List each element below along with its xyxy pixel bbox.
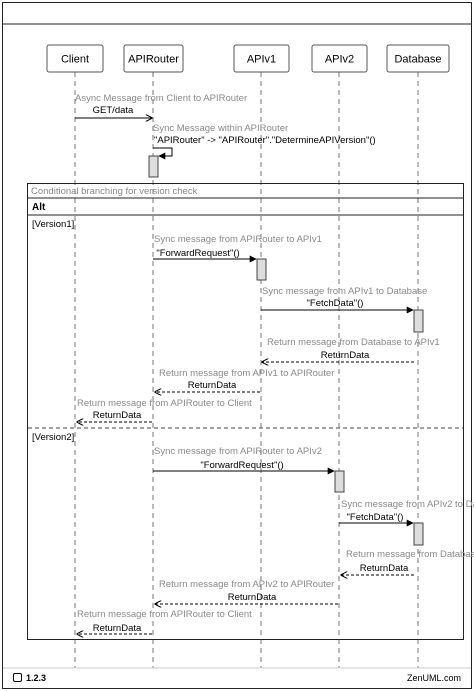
message-signature: ReturnData [321,350,370,361]
message-comment: Return message from Database to APIv1 [267,337,440,348]
message-signature: GET/data [93,105,134,116]
message-self-arrow [153,147,173,160]
message-signature: ReturnData [93,623,142,634]
checkbox-icon[interactable] [13,673,22,682]
brand-link[interactable]: ZenUML.com [407,673,461,683]
message-comment: Return message from APIRouter to Client [77,609,252,620]
message-fetch-data-v2[interactable]: Sync message from APIv2 to Database "Fet… [339,499,474,546]
activation-bar [148,155,159,178]
message-return-db-to-v2[interactable]: Return message from Database to APIv2 Re… [341,549,474,575]
message-signature: ReturnData [93,410,142,421]
message-return-router-to-client-v2[interactable]: Return message from APIRouter to Client … [77,609,252,634]
participant-apiv1[interactable]: APIv1 [233,44,290,73]
fragment-keyword: Alt [32,202,46,213]
message-return-db-to-v1[interactable]: Return message from Database to APIv1 Re… [262,337,440,362]
message-return-v1-to-router[interactable]: Return message from APIv1 to APIRouter R… [155,368,334,392]
activation-bar [334,470,345,493]
alt-fragment: Conditional branching for version check … [27,183,464,640]
fragment-condition-version1: [Version1] [32,219,74,230]
participant-client[interactable]: Client [46,44,104,73]
message-forward-request-v1[interactable]: Sync message from APIRouter to APIv1 "Fo… [153,234,322,281]
activation-bar [256,258,267,281]
activation-bar [413,309,424,333]
fragment-condition-version2: [Version2] [32,432,74,443]
message-signature: "FetchData"() [307,298,364,309]
message-determine-api-version[interactable]: Sync Message within APIRouter "APIRouter… [148,123,376,178]
message-comment: Sync message from APIRouter to APIv1 [154,234,322,245]
message-return-v2-to-router[interactable]: Return message from APIv2 to APIRouter R… [155,579,338,604]
version-label: 1.2.3 [26,673,46,683]
participant-database-label: Database [394,54,441,66]
message-comment: Sync message from APIv1 to Database [262,286,427,297]
participant-apirouter-label: APIRouter [128,54,179,66]
message-signature: ReturnData [360,563,409,574]
message-signature: ReturnData [188,380,237,391]
message-comment: Sync message from APIRouter to APIv2 [154,446,322,457]
participant-database[interactable]: Database [386,44,450,73]
message-comment: Sync message from APIv2 to Database [341,499,474,510]
activation-bar [413,522,424,546]
fragment-comment: Conditional branching for version check [31,186,198,197]
message-comment: Return message from APIv1 to APIRouter [159,368,334,379]
message-comment: Return message from APIRouter to Client [77,398,252,409]
participant-apiv2[interactable]: APIv2 [311,44,368,73]
participant-client-label: Client [61,54,89,66]
message-signature: "ForwardRequest"() [156,248,239,259]
message-signature: ReturnData [228,592,277,603]
participant-apiv2-label: APIv2 [325,54,354,66]
alt-fragment-frame [27,183,464,640]
message-signature: "FetchData"() [347,512,404,523]
message-return-router-to-client-v1[interactable]: Return message from APIRouter to Client … [77,398,252,422]
participant-apirouter[interactable]: APIRouter [123,44,184,73]
message-signature: "APIRouter" -> "APIRouter"."DetermineAPI… [154,135,376,146]
message-comment: Sync Message within APIRouter [153,123,288,134]
message-comment: Return message from APIv2 to APIRouter [159,579,334,590]
message-comment: Return message from Database to APIv2 [346,549,474,560]
message-forward-request-v2[interactable]: Sync message from APIRouter to APIv2 "Fo… [153,446,345,493]
message-get-data[interactable]: Async Message from Client to APIRouter G… [75,93,247,118]
participant-apiv1-label: APIv1 [247,54,276,66]
message-signature: "ForwardRequest"() [200,460,283,471]
message-fetch-data-v1[interactable]: Sync message from APIv1 to Database "Fet… [261,286,427,333]
message-comment: Async Message from Client to APIRouter [75,93,247,104]
